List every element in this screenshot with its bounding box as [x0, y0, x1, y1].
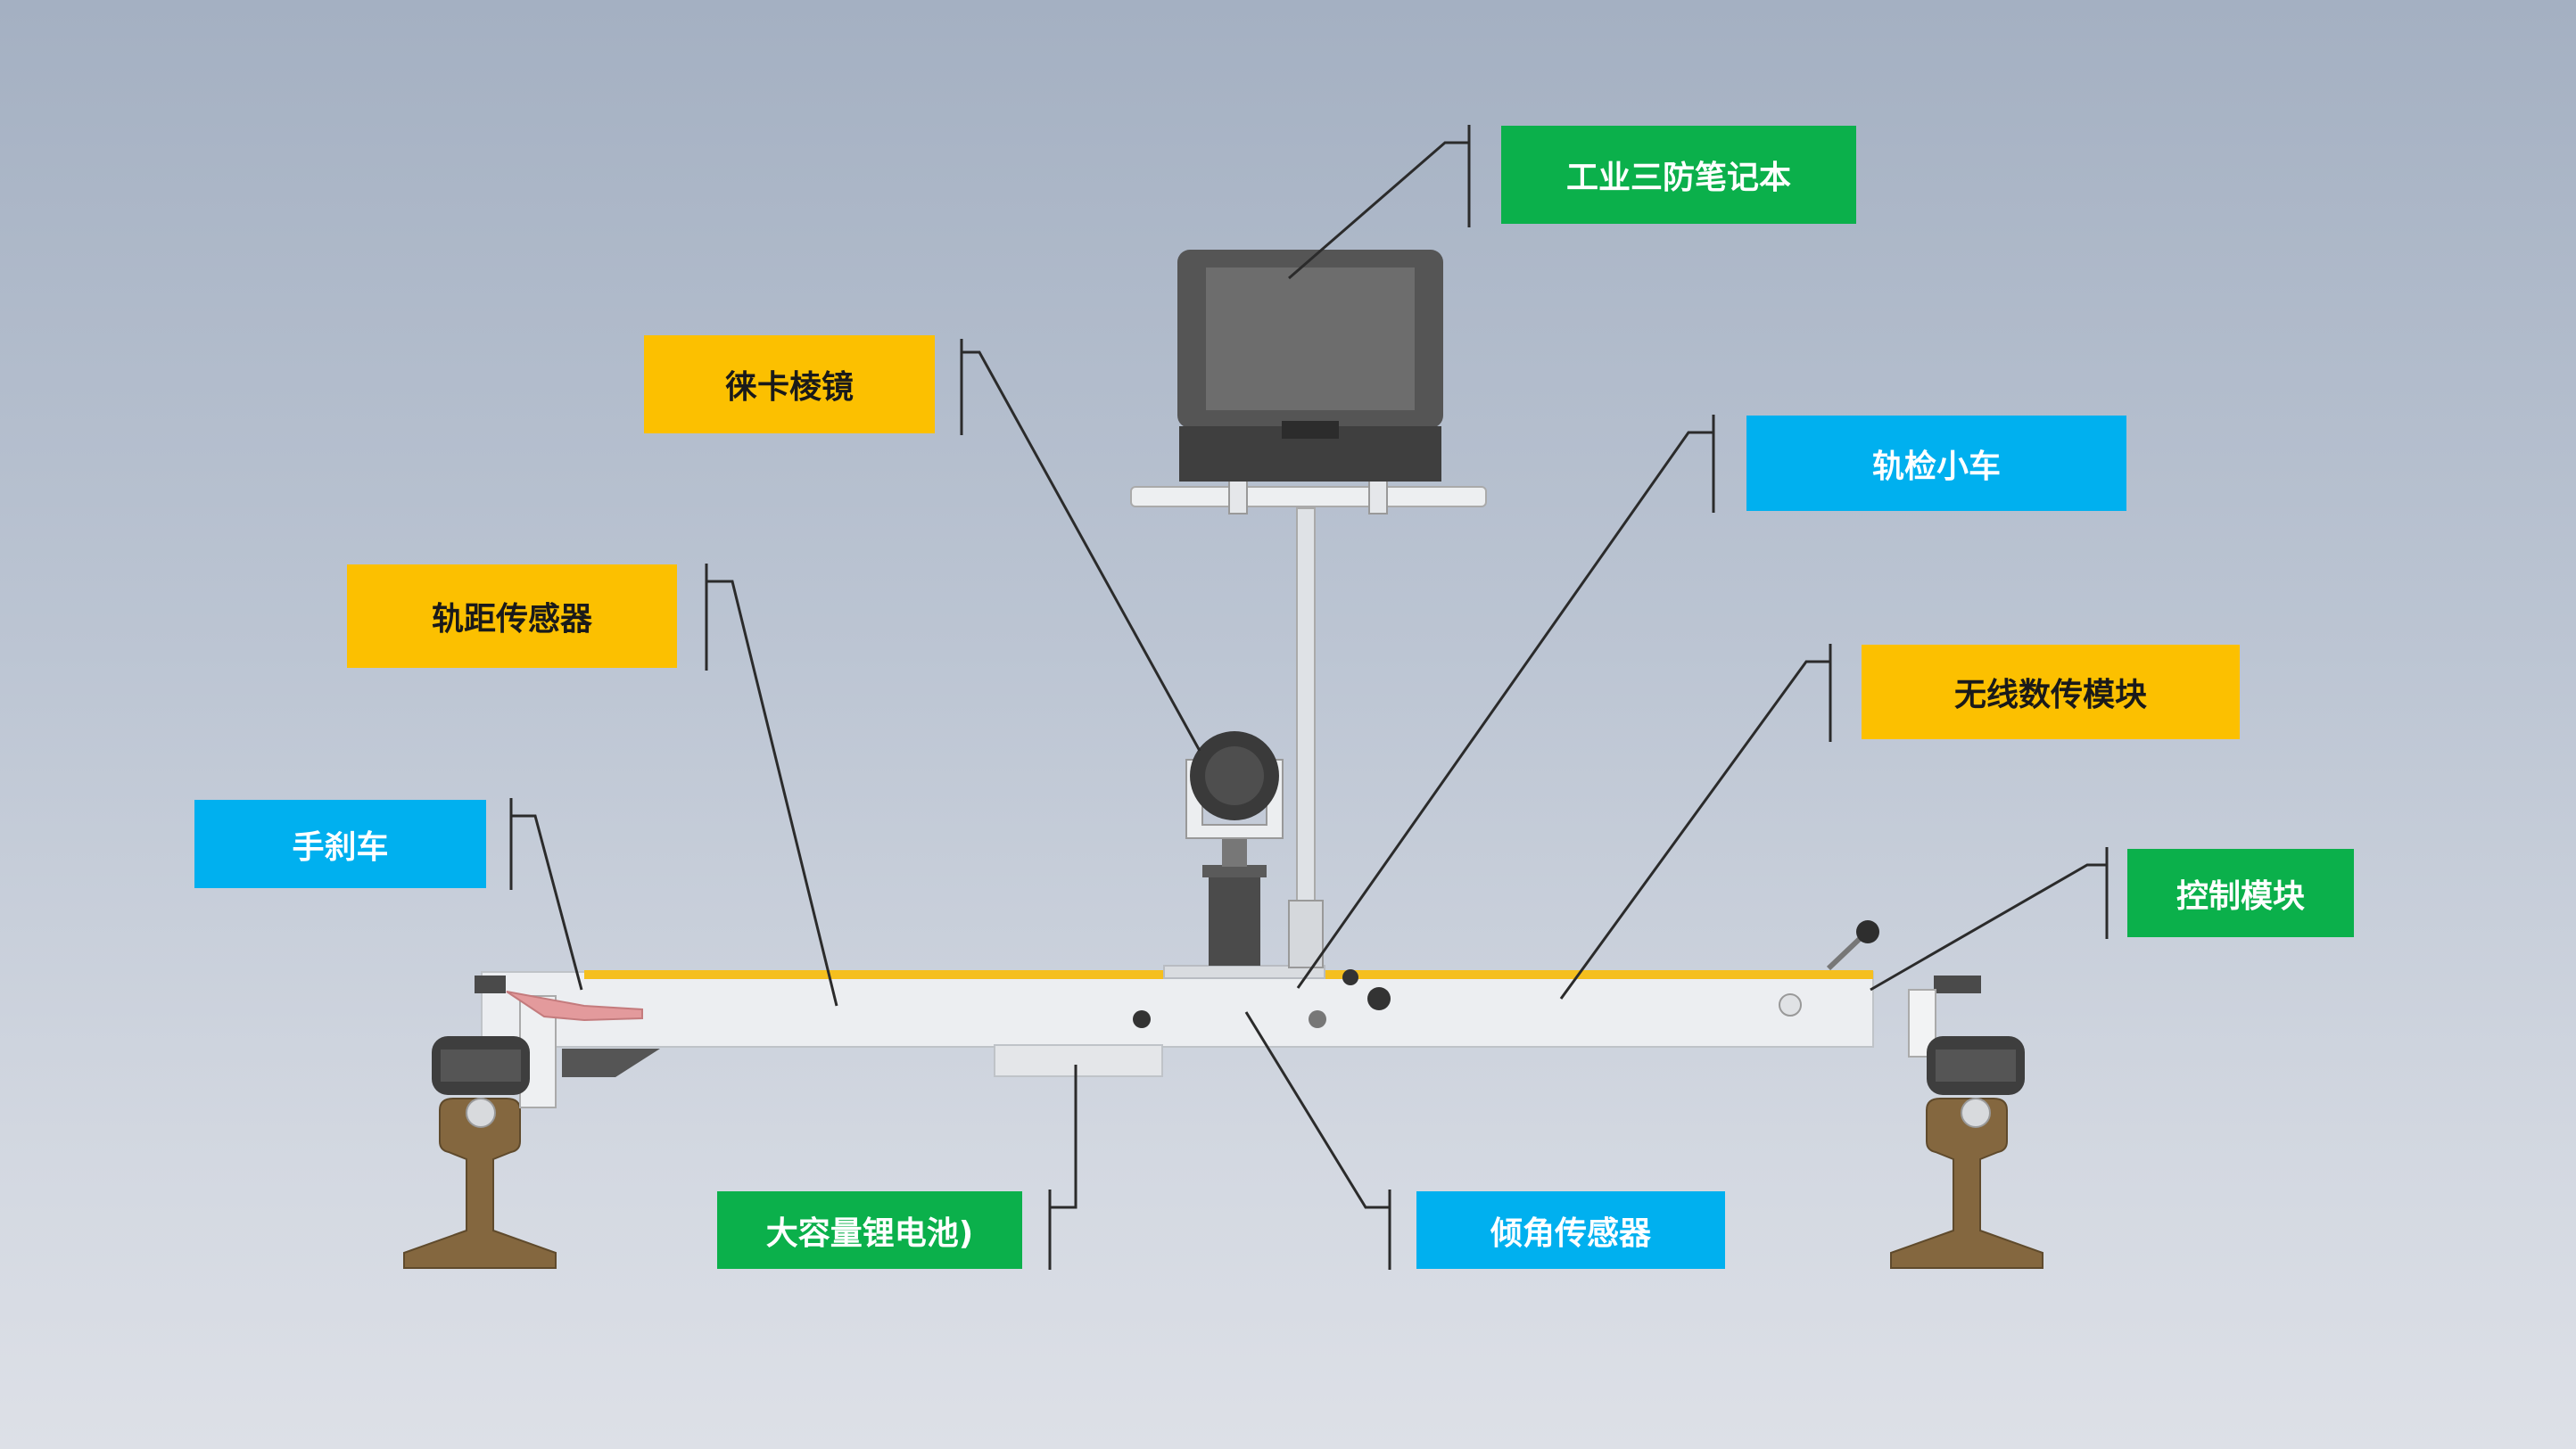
label-control-module-text: 控制模块 — [2176, 877, 2305, 915]
label-hand-brake-text: 手刹车 — [292, 828, 389, 866]
support-pole — [1296, 507, 1316, 928]
right-wheel — [1927, 1036, 2025, 1128]
leader-lines — [509, 125, 2109, 1270]
leader-battery — [1048, 1065, 1077, 1270]
label-tilt-sensor: 倾角传感器 — [1416, 1191, 1725, 1269]
prism-pillar — [1209, 872, 1260, 966]
trolley-beam — [481, 971, 1874, 1048]
label-battery: 大容量锂电池) — [717, 1191, 1022, 1269]
beam-bolt — [1309, 1010, 1326, 1028]
label-hand-brake: 手刹车 — [194, 800, 486, 888]
mount-clamp — [1228, 477, 1248, 515]
beam-bolt — [1133, 1010, 1151, 1028]
hand-brake-pad — [562, 1049, 660, 1077]
label-track-trolley: 轨检小车 — [1746, 416, 2126, 511]
left-wheel-hub — [441, 1050, 521, 1082]
leader-control-module — [1870, 847, 2109, 992]
beam-knob — [1342, 969, 1358, 985]
label-gauge-sensor: 轨距传感器 — [347, 564, 677, 668]
label-gauge-sensor-text: 轨距传感器 — [431, 601, 592, 638]
leader-track-trolley — [1296, 415, 1715, 989]
label-laptop: 工业三防笔记本 — [1501, 126, 1856, 224]
mount-clamp — [1368, 477, 1388, 515]
label-leica-prism: 徕卡棱镜 — [644, 335, 935, 433]
right-rail — [1890, 1098, 2043, 1269]
laptop-screen — [1206, 268, 1415, 410]
left-rail — [403, 1098, 557, 1269]
right-wheel-hub — [1936, 1050, 2016, 1082]
label-control-module: 控制模块 — [2127, 849, 2354, 937]
label-laptop-text: 工业三防笔记本 — [1565, 160, 1791, 196]
left-rail-profile — [403, 1098, 557, 1269]
left-wheel-guide — [466, 1098, 496, 1128]
prism-pillar-cap — [1202, 865, 1267, 877]
label-track-trolley-text: 轨检小车 — [1871, 448, 2001, 485]
label-battery-text: 大容量锂电池) — [765, 1214, 974, 1252]
laptop-mount — [1130, 486, 1487, 507]
leader-leica-prism — [960, 339, 1201, 752]
leader-laptop — [1288, 125, 1471, 280]
left-wheel — [432, 1036, 530, 1128]
right-bracket — [1908, 989, 1936, 1058]
right-rail-profile — [1890, 1098, 2043, 1269]
leader-gauge-sensor — [705, 564, 838, 1007]
label-wireless-module-text: 无线数传模块 — [1953, 677, 2147, 713]
right-end-cap — [1934, 976, 1981, 993]
label-tilt-sensor-text: 倾角传感器 — [1490, 1214, 1651, 1252]
beam-knob — [1367, 987, 1391, 1010]
laptop-hinge — [1282, 421, 1339, 439]
label-leica-prism-text: 徕卡棱镜 — [724, 369, 854, 406]
trolley-body — [432, 250, 2025, 1128]
pole-clamp — [1288, 900, 1324, 968]
battery-box — [994, 1044, 1163, 1077]
hand-brake-lever — [506, 991, 643, 1022]
control-handle — [1826, 932, 1867, 971]
beam-bolt — [1779, 993, 1802, 1017]
leader-wireless-module — [1559, 644, 1832, 1000]
prism-lens — [1205, 746, 1264, 805]
leader-tilt-sensor — [1244, 1011, 1391, 1270]
left-end-cap — [475, 976, 506, 993]
right-wheel-guide — [1961, 1098, 1991, 1128]
label-wireless-module: 无线数传模块 — [1862, 645, 2240, 739]
leader-hand-brake — [509, 798, 583, 991]
control-handle-knob — [1856, 920, 1879, 943]
